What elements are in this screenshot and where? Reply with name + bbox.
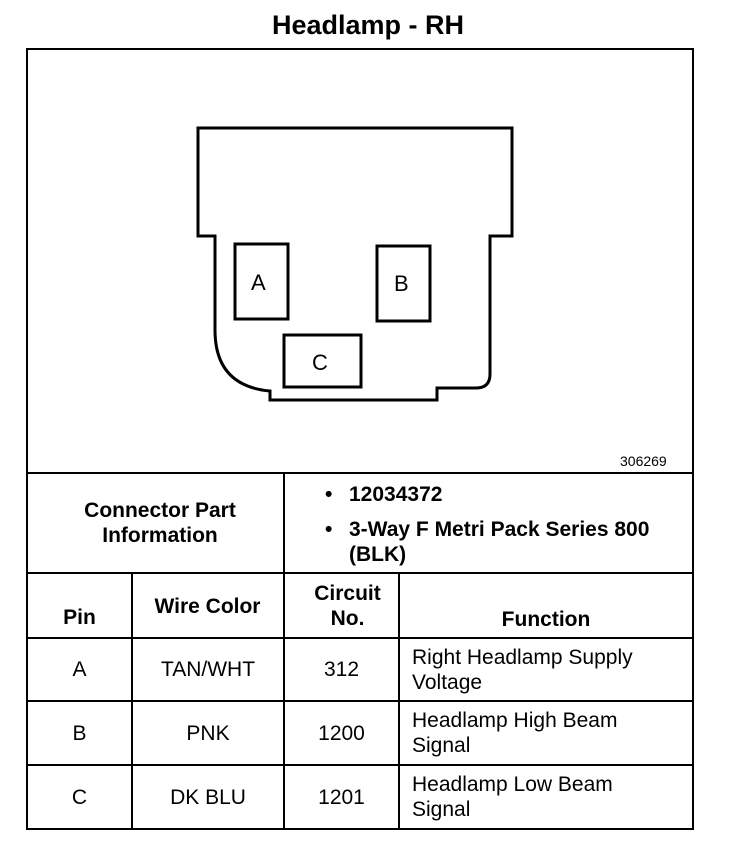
- connector-info-label: Connector Part Information: [84, 499, 236, 547]
- divider: [26, 764, 692, 766]
- connector-outline: [196, 126, 514, 402]
- header-pin: Pin: [63, 606, 96, 629]
- row-b-circuit: 1200: [318, 721, 365, 745]
- divider: [26, 572, 692, 574]
- document-frame: [26, 48, 694, 830]
- header-function: Function: [501, 608, 591, 631]
- row-c-wire-color: DK BLU: [170, 785, 246, 809]
- divider: [26, 472, 692, 474]
- connector-description: 3-Way F Metri Pack Series 800 (BLK): [349, 518, 650, 566]
- pin-c-cavity: [282, 333, 363, 389]
- part-number: 12034372: [349, 483, 443, 506]
- figure-number: 306269: [620, 453, 667, 469]
- divider: [131, 572, 133, 828]
- pin-b-cavity: [375, 244, 432, 323]
- header-wire-color: Wire Color: [154, 594, 261, 618]
- pin-a-cavity: [233, 242, 290, 321]
- pin-c-label: C: [312, 350, 328, 375]
- bullet-icon: •: [325, 483, 333, 506]
- bullet-icon: •: [325, 518, 333, 541]
- pin-b-label: B: [394, 271, 409, 296]
- row-b-wire-color: PNK: [186, 721, 230, 745]
- divider: [283, 472, 285, 828]
- divider: [398, 572, 400, 828]
- pin-a-label: A: [251, 270, 266, 295]
- page-title: Headlamp - RH: [271, 10, 465, 40]
- row-a-wire-color: TAN/WHT: [160, 658, 256, 681]
- row-b-function: Headlamp High Beam Signal: [412, 709, 618, 757]
- row-a-function: Right Headlamp Supply Voltage: [412, 645, 633, 694]
- row-c-function: Headlamp Low Beam Signal: [412, 773, 613, 821]
- row-c-circuit: 1201: [318, 785, 365, 809]
- row-a-pin: A: [72, 658, 87, 681]
- header-circuit: Circuit No.: [314, 582, 381, 630]
- row-b-pin: B: [72, 721, 87, 745]
- row-c-pin: C: [71, 785, 88, 809]
- row-a-circuit: 312: [323, 658, 360, 681]
- divider: [26, 700, 692, 702]
- divider: [26, 637, 692, 639]
